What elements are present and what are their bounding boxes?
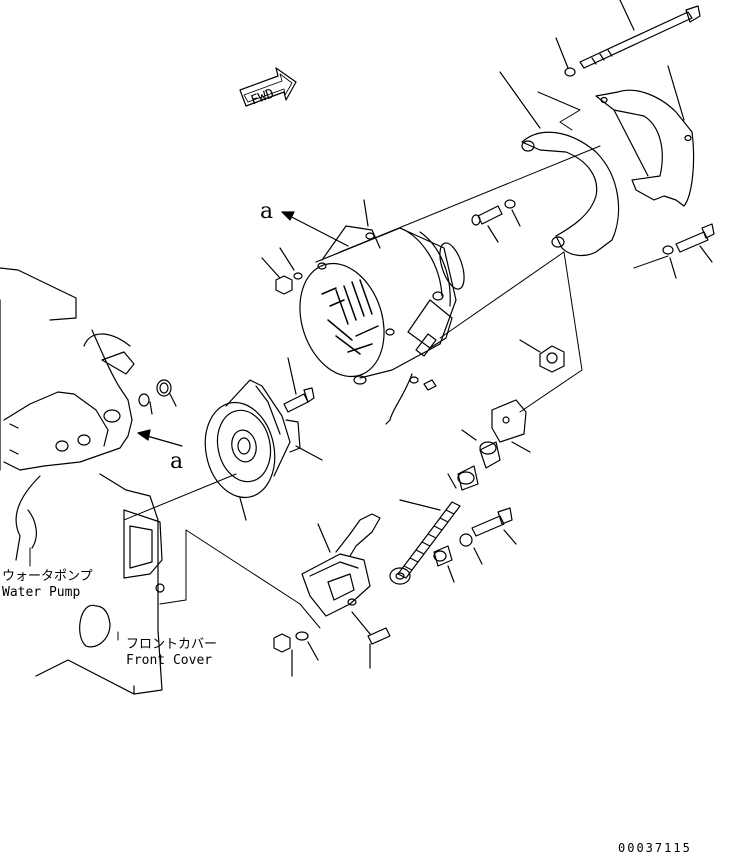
water-pump-label-en: Water Pump <box>2 585 80 600</box>
tension-rod <box>389 499 461 585</box>
view-a-lower: a <box>137 429 183 474</box>
lower-bracket <box>273 513 391 677</box>
front-cover-label-en: Front Cover <box>126 653 212 668</box>
forward-direction-arrow: FWD <box>239 67 297 109</box>
front-cover-label-jp: フロントカバー <box>126 637 217 652</box>
adjusting-link <box>447 339 565 491</box>
long-bolt <box>555 0 701 77</box>
view-a-upper: a <box>260 199 349 247</box>
rear-bracket <box>499 71 620 257</box>
wire-terminal <box>385 373 437 425</box>
fwd-label: FWD <box>249 86 276 108</box>
alternator <box>299 199 465 385</box>
bolt-washer-upper <box>471 199 521 243</box>
pulley <box>204 357 323 521</box>
belt-guard-plate <box>595 65 695 207</box>
label-leaders <box>29 547 119 641</box>
view-a-label-lower: a <box>170 449 183 474</box>
water-pump-label-jp: ウォータポンプ <box>2 569 93 584</box>
spacers-left <box>138 379 177 415</box>
drawing-code: 00037115 <box>618 841 692 855</box>
bolt-washer-right <box>633 223 715 279</box>
leader-lines <box>123 145 601 629</box>
view-a-label-upper: a <box>260 199 273 224</box>
nut-washer-left <box>261 247 303 295</box>
bolt-collars-lower <box>433 507 517 583</box>
engine-front-cover <box>0 267 165 695</box>
